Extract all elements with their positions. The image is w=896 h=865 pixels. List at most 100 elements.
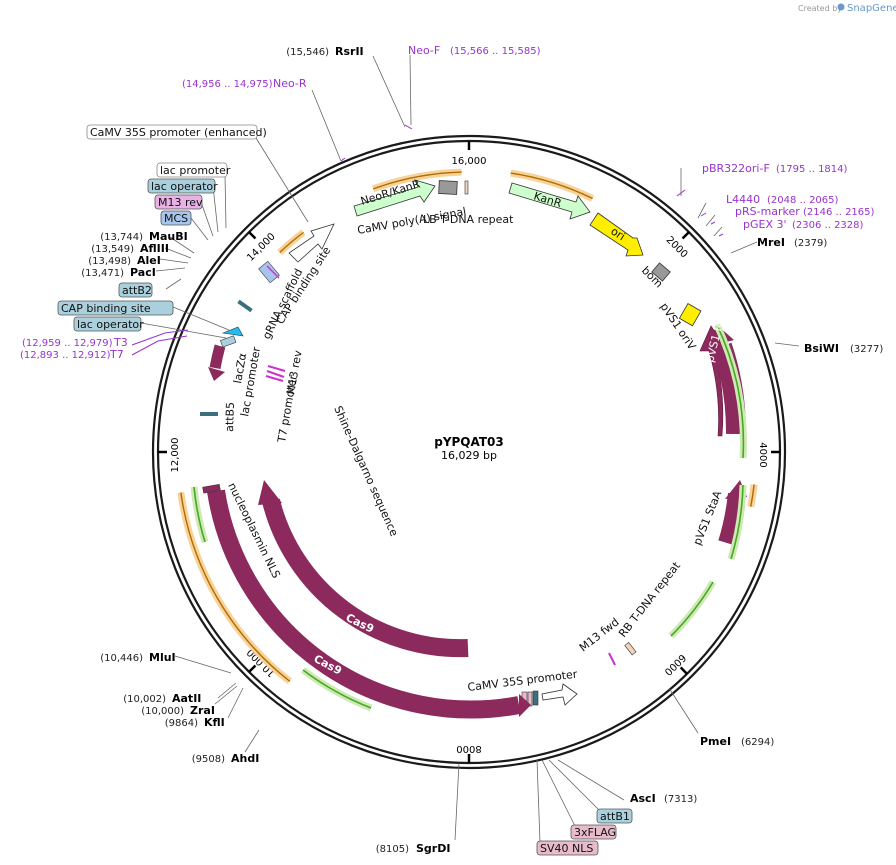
- label-mcs[interactable]: MCS: [164, 212, 188, 225]
- ruler-label: 4000: [757, 442, 768, 467]
- enzyme-alei[interactable]: AleI: [137, 254, 161, 267]
- enzyme-zrai[interactable]: ZraI: [190, 704, 215, 717]
- label-attb2[interactable]: attB2: [122, 284, 152, 297]
- ruler-tick: [679, 666, 688, 675]
- label-lac-promoter[interactable]: lac promoter: [160, 164, 231, 177]
- enzyme-pos: (2379): [794, 238, 827, 249]
- m13-fwd-feature[interactable]: [608, 652, 616, 666]
- orf-arc[interactable]: [372, 171, 462, 190]
- boxed-labels: CaMV 35S promoter (enhanced) lac promote…: [57, 124, 633, 856]
- primer-range: (14,956 .. 14,975): [182, 79, 273, 90]
- pvs1-oriv-feature[interactable]: [678, 303, 702, 327]
- rb-tdna-feature[interactable]: [624, 642, 637, 656]
- enzyme-pos: (9508): [192, 754, 225, 765]
- camv-35s-enhanced-feature[interactable]: [288, 223, 335, 263]
- label-camv-35s-enhanced[interactable]: CaMV 35S promoter (enhanced): [90, 126, 267, 139]
- label-m13-rev[interactable]: M13 rev: [158, 196, 203, 209]
- neor-kanr-feature[interactable]: [353, 179, 436, 217]
- orf-arc[interactable]: [750, 484, 755, 507]
- primer-range: (2306 .. 2328): [792, 220, 864, 231]
- enzyme-ahdi[interactable]: AhdI: [231, 752, 259, 765]
- snapgene-logo-icon: [837, 3, 845, 11]
- label-shine-dalgarno[interactable]: Shine-Dalgarno sequence: [331, 404, 400, 539]
- label-m13-fwd[interactable]: M13 fwd: [577, 615, 622, 654]
- orf-arcs: [177, 168, 758, 685]
- enzyme-mlui[interactable]: MluI: [149, 651, 176, 664]
- snapgene-brand[interactable]: SnapGene: [847, 3, 896, 14]
- kanr-feature[interactable]: [508, 182, 591, 220]
- enzyme-mrei[interactable]: MreI: [757, 236, 785, 249]
- primer-t7[interactable]: T7: [109, 348, 124, 361]
- label-sv40-nls[interactable]: SV40 NLS: [540, 842, 593, 855]
- enzyme-pos: (10,446): [100, 653, 143, 664]
- orf-arc[interactable]: [279, 231, 304, 254]
- enzyme-asci[interactable]: AscI: [630, 792, 656, 805]
- label-rb-tdna[interactable]: RB T-DNA repeat: [616, 559, 683, 640]
- enzyme-pos: (9864): [165, 718, 198, 729]
- ori-feature[interactable]: [589, 212, 644, 257]
- enzyme-pos: (3277): [850, 344, 883, 355]
- enzyme-paci[interactable]: PacI: [130, 266, 156, 279]
- enzyme-pos: (6294): [741, 737, 774, 748]
- enzyme-pos: (7313): [664, 794, 697, 805]
- cas9-outer-feature[interactable]: [207, 489, 521, 719]
- primer-prs-marker[interactable]: pRS-marker: [735, 205, 800, 218]
- orf-arc[interactable]: [510, 172, 593, 200]
- label-lacza[interactable]: lacZα: [231, 352, 249, 384]
- enzyme-pos: (13,471): [81, 268, 124, 279]
- label-attb5[interactable]: attB5: [223, 402, 237, 432]
- ruler-label: 2000: [664, 235, 690, 261]
- label-lac-operator[interactable]: lac operator: [151, 180, 218, 193]
- primer-range: (12,959 .. 12,979): [22, 338, 113, 349]
- camv-polya-feature[interactable]: [438, 180, 458, 195]
- primer-t3[interactable]: T3: [113, 336, 128, 349]
- primer-range: (2048 .. 2065): [767, 195, 839, 206]
- enzyme-bsiwi[interactable]: BsiWI: [804, 342, 839, 355]
- primer-neo-r[interactable]: Neo-R: [273, 77, 307, 90]
- enzyme-pos: (10,002): [123, 694, 166, 705]
- label-3xflag[interactable]: 3xFLAG: [574, 826, 616, 839]
- orf-arc[interactable]: [180, 492, 291, 682]
- enzyme-aflIII[interactable]: AflIII: [140, 242, 169, 255]
- label-cap-binding-site[interactable]: CAP binding site: [61, 302, 151, 315]
- enzyme-pos: (13,744): [100, 232, 143, 243]
- label-attb1[interactable]: attB1: [600, 810, 630, 823]
- plasmid-name: pYPQAT03: [434, 435, 504, 449]
- primer-l4440[interactable]: L4440: [726, 193, 760, 206]
- primer-range: (15,566 .. 15,585): [450, 46, 541, 57]
- lb-tdna-feature[interactable]: [464, 180, 469, 195]
- enzyme-pos: (15,546): [286, 47, 329, 58]
- enzyme-pos: (13,498): [88, 256, 131, 267]
- primer-pgex3[interactable]: pGEX 3': [743, 218, 787, 231]
- enzyme-aatii[interactable]: AatII: [172, 692, 201, 705]
- enzyme-sgrdi[interactable]: SgrDI: [416, 842, 450, 855]
- label-lb-tdna[interactable]: LB T-DNA repeat: [423, 213, 514, 226]
- enzyme-pos: (10,000): [141, 706, 184, 717]
- ruler-tick: [248, 231, 257, 240]
- cas9-inner-feature[interactable]: [262, 498, 469, 658]
- lacza-feature[interactable]: [209, 344, 226, 370]
- enzyme-pmei[interactable]: PmeI: [700, 735, 731, 748]
- ruler-label: 14,000: [245, 231, 278, 264]
- camv-35s-feature[interactable]: [541, 683, 578, 706]
- enzyme-maubi[interactable]: MauBI: [149, 230, 188, 243]
- enzyme-pos: (13,549): [91, 244, 134, 255]
- primer-neo-f[interactable]: Neo-F: [408, 44, 440, 57]
- created-by-label: Created by: [798, 4, 842, 13]
- enzyme-kfli[interactable]: KflI: [204, 716, 225, 729]
- enzyme-pos: (8105): [376, 844, 409, 855]
- primer-range: (2146 .. 2165): [803, 207, 875, 218]
- primer-range: (12,893 .. 12,912): [20, 350, 111, 361]
- ruler-tick: [248, 664, 257, 673]
- label-m13-rev-inner[interactable]: M13 rev: [284, 349, 305, 396]
- bom-feature[interactable]: [651, 262, 671, 282]
- leader-lines: [140, 54, 800, 843]
- label-lac-operator-2[interactable]: lac operator: [77, 318, 144, 331]
- enzyme-rsrii[interactable]: RsrII: [335, 45, 364, 58]
- primer-markers: [131, 124, 724, 356]
- ruler-tick: [681, 231, 690, 240]
- pvs1-repa-feature[interactable]: [699, 325, 726, 437]
- label-kanr[interactable]: KanR: [532, 189, 563, 210]
- primer-pbr322ori-f[interactable]: pBR322ori-F: [702, 162, 770, 175]
